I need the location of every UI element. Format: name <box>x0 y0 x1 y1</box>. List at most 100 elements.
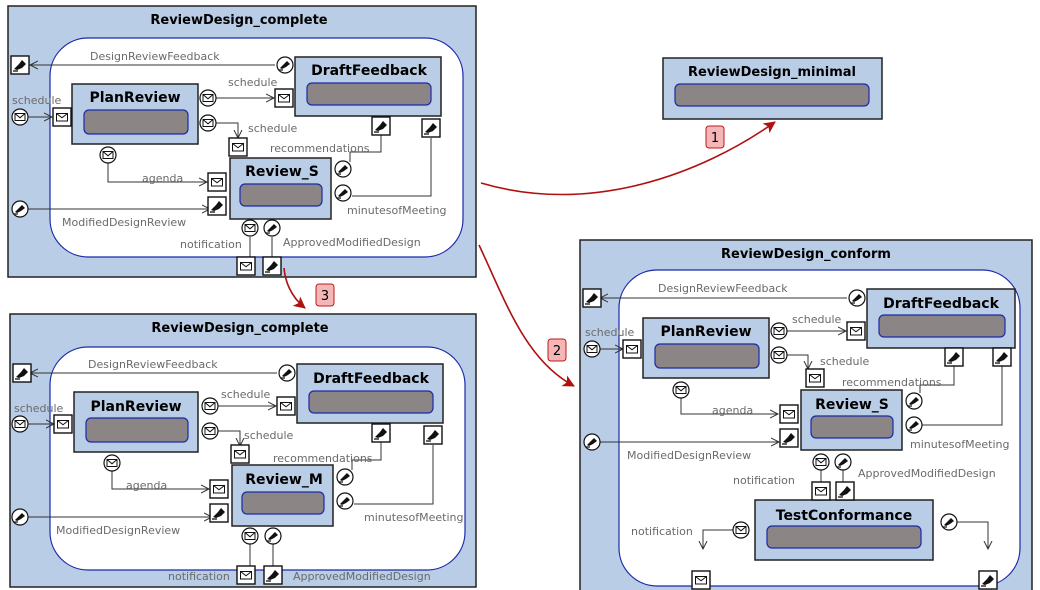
pen-icon[interactable] <box>905 416 923 434</box>
envelope-icon[interactable] <box>583 340 601 358</box>
envelope-icon[interactable] <box>228 137 248 157</box>
pen-icon[interactable] <box>336 468 354 486</box>
envelope-icon[interactable] <box>11 108 29 126</box>
envelope-icon[interactable] <box>201 422 219 440</box>
pen-icon[interactable] <box>582 288 602 308</box>
label-minutes-of-meeting: minutesofMeeting <box>347 204 446 217</box>
diagram-conform: ReviewDesign_conform PlanReview DraftFee… <box>579 239 1033 590</box>
envelope-icon[interactable] <box>276 396 296 416</box>
component-draftfeedback[interactable]: DraftFeedback <box>294 56 442 117</box>
pen-icon[interactable] <box>12 363 32 383</box>
envelope-icon[interactable] <box>241 527 259 545</box>
pen-icon[interactable] <box>779 428 799 448</box>
component-draftfeedback[interactable]: DraftFeedback <box>296 363 444 424</box>
transition-badge <box>705 125 725 149</box>
envelope-icon[interactable] <box>11 415 29 433</box>
envelope-icon[interactable] <box>241 219 259 237</box>
envelope-icon[interactable] <box>52 107 72 127</box>
transition-3[interactable]: 3 <box>283 267 335 309</box>
envelope-icon[interactable] <box>99 146 117 164</box>
pen-icon[interactable] <box>371 116 391 136</box>
envelope-icon[interactable] <box>622 339 642 359</box>
label-design-review-feedback: DesignReviewFeedback <box>658 282 788 295</box>
envelope-icon[interactable] <box>732 521 750 539</box>
pen-icon[interactable] <box>263 565 283 585</box>
pen-icon[interactable] <box>263 219 281 237</box>
pen-icon[interactable] <box>992 347 1012 367</box>
envelope-icon[interactable] <box>199 114 217 132</box>
label-agenda: agenda <box>712 404 753 417</box>
transition-1[interactable]: 1 <box>480 121 776 196</box>
pen-icon[interactable] <box>423 425 443 445</box>
pen-icon[interactable] <box>262 256 282 276</box>
envelope-icon[interactable] <box>846 321 866 341</box>
envelope-icon[interactable] <box>274 88 294 108</box>
pen-icon[interactable] <box>834 453 852 471</box>
component-slot <box>654 343 760 369</box>
envelope-icon[interactable] <box>103 454 121 472</box>
pen-icon[interactable] <box>276 56 294 74</box>
component-planreview[interactable]: PlanReview <box>71 83 199 145</box>
pen-icon[interactable] <box>10 55 30 75</box>
component-draftfeedback[interactable]: DraftFeedback <box>866 288 1016 349</box>
pen-icon[interactable] <box>835 481 855 501</box>
component-review[interactable]: Review_M <box>231 464 334 527</box>
component-slot <box>810 415 894 439</box>
transition-badge-label: 3 <box>321 289 329 304</box>
component-review[interactable]: Review_S <box>229 157 332 220</box>
pen-icon[interactable] <box>336 492 354 510</box>
envelope-icon[interactable] <box>201 397 219 415</box>
component-testconformance[interactable]: TestConformance <box>754 499 934 561</box>
envelope-icon[interactable] <box>199 89 217 107</box>
envelope-icon[interactable] <box>236 565 256 585</box>
pen-icon[interactable] <box>11 200 29 218</box>
diagram-minimal[interactable]: ReviewDesign_minimal <box>662 57 883 120</box>
pen-icon[interactable] <box>583 433 601 451</box>
pen-icon[interactable] <box>11 508 29 526</box>
envelope-icon[interactable] <box>236 256 256 276</box>
envelope-icon[interactable] <box>672 381 690 399</box>
envelope-icon[interactable] <box>230 444 250 464</box>
pen-icon[interactable] <box>848 289 866 307</box>
pen-icon[interactable] <box>334 160 352 178</box>
diagram-title: ReviewDesign_minimal <box>688 65 856 80</box>
envelope-icon[interactable] <box>811 481 831 501</box>
component-slot <box>85 417 189 443</box>
pen-icon[interactable] <box>905 392 923 410</box>
label-notification: notification <box>631 525 693 538</box>
envelope-icon[interactable] <box>770 346 788 364</box>
component-slot <box>308 390 434 414</box>
envelope-icon[interactable] <box>209 479 229 499</box>
label-schedule: schedule <box>221 388 271 401</box>
pen-icon[interactable] <box>940 513 958 531</box>
pen-icon[interactable] <box>978 570 998 590</box>
component-slot <box>239 183 323 207</box>
label-modified-design-review: ModifiedDesignReview <box>62 216 186 229</box>
envelope-icon[interactable] <box>812 453 830 471</box>
component-planreview[interactable]: PlanReview <box>73 391 199 453</box>
envelope-icon[interactable] <box>779 404 799 424</box>
envelope-icon[interactable] <box>691 570 711 590</box>
transition-2[interactable]: 2 <box>478 244 575 387</box>
envelope-icon[interactable] <box>770 322 788 340</box>
envelope-icon[interactable] <box>207 172 227 192</box>
pen-icon[interactable] <box>944 347 964 367</box>
pen-icon[interactable] <box>207 196 227 216</box>
label-minutes-of-meeting: minutesofMeeting <box>364 511 463 524</box>
component-planreview[interactable]: PlanReview <box>642 317 770 379</box>
pen-icon[interactable] <box>264 527 282 545</box>
component-title: PlanReview <box>89 90 180 106</box>
pen-icon[interactable] <box>421 118 441 138</box>
transition-badge <box>315 283 335 307</box>
pen-icon[interactable] <box>334 184 352 202</box>
envelope-icon[interactable] <box>805 368 825 388</box>
component-slot <box>241 491 325 515</box>
pen-icon[interactable] <box>209 503 229 523</box>
component-slot <box>878 314 1006 338</box>
component-review[interactable]: Review_S <box>800 389 903 451</box>
pen-icon[interactable] <box>278 364 296 382</box>
pen-icon[interactable] <box>371 423 391 443</box>
envelope-icon[interactable] <box>53 414 73 434</box>
label-notification: notification <box>180 238 242 251</box>
